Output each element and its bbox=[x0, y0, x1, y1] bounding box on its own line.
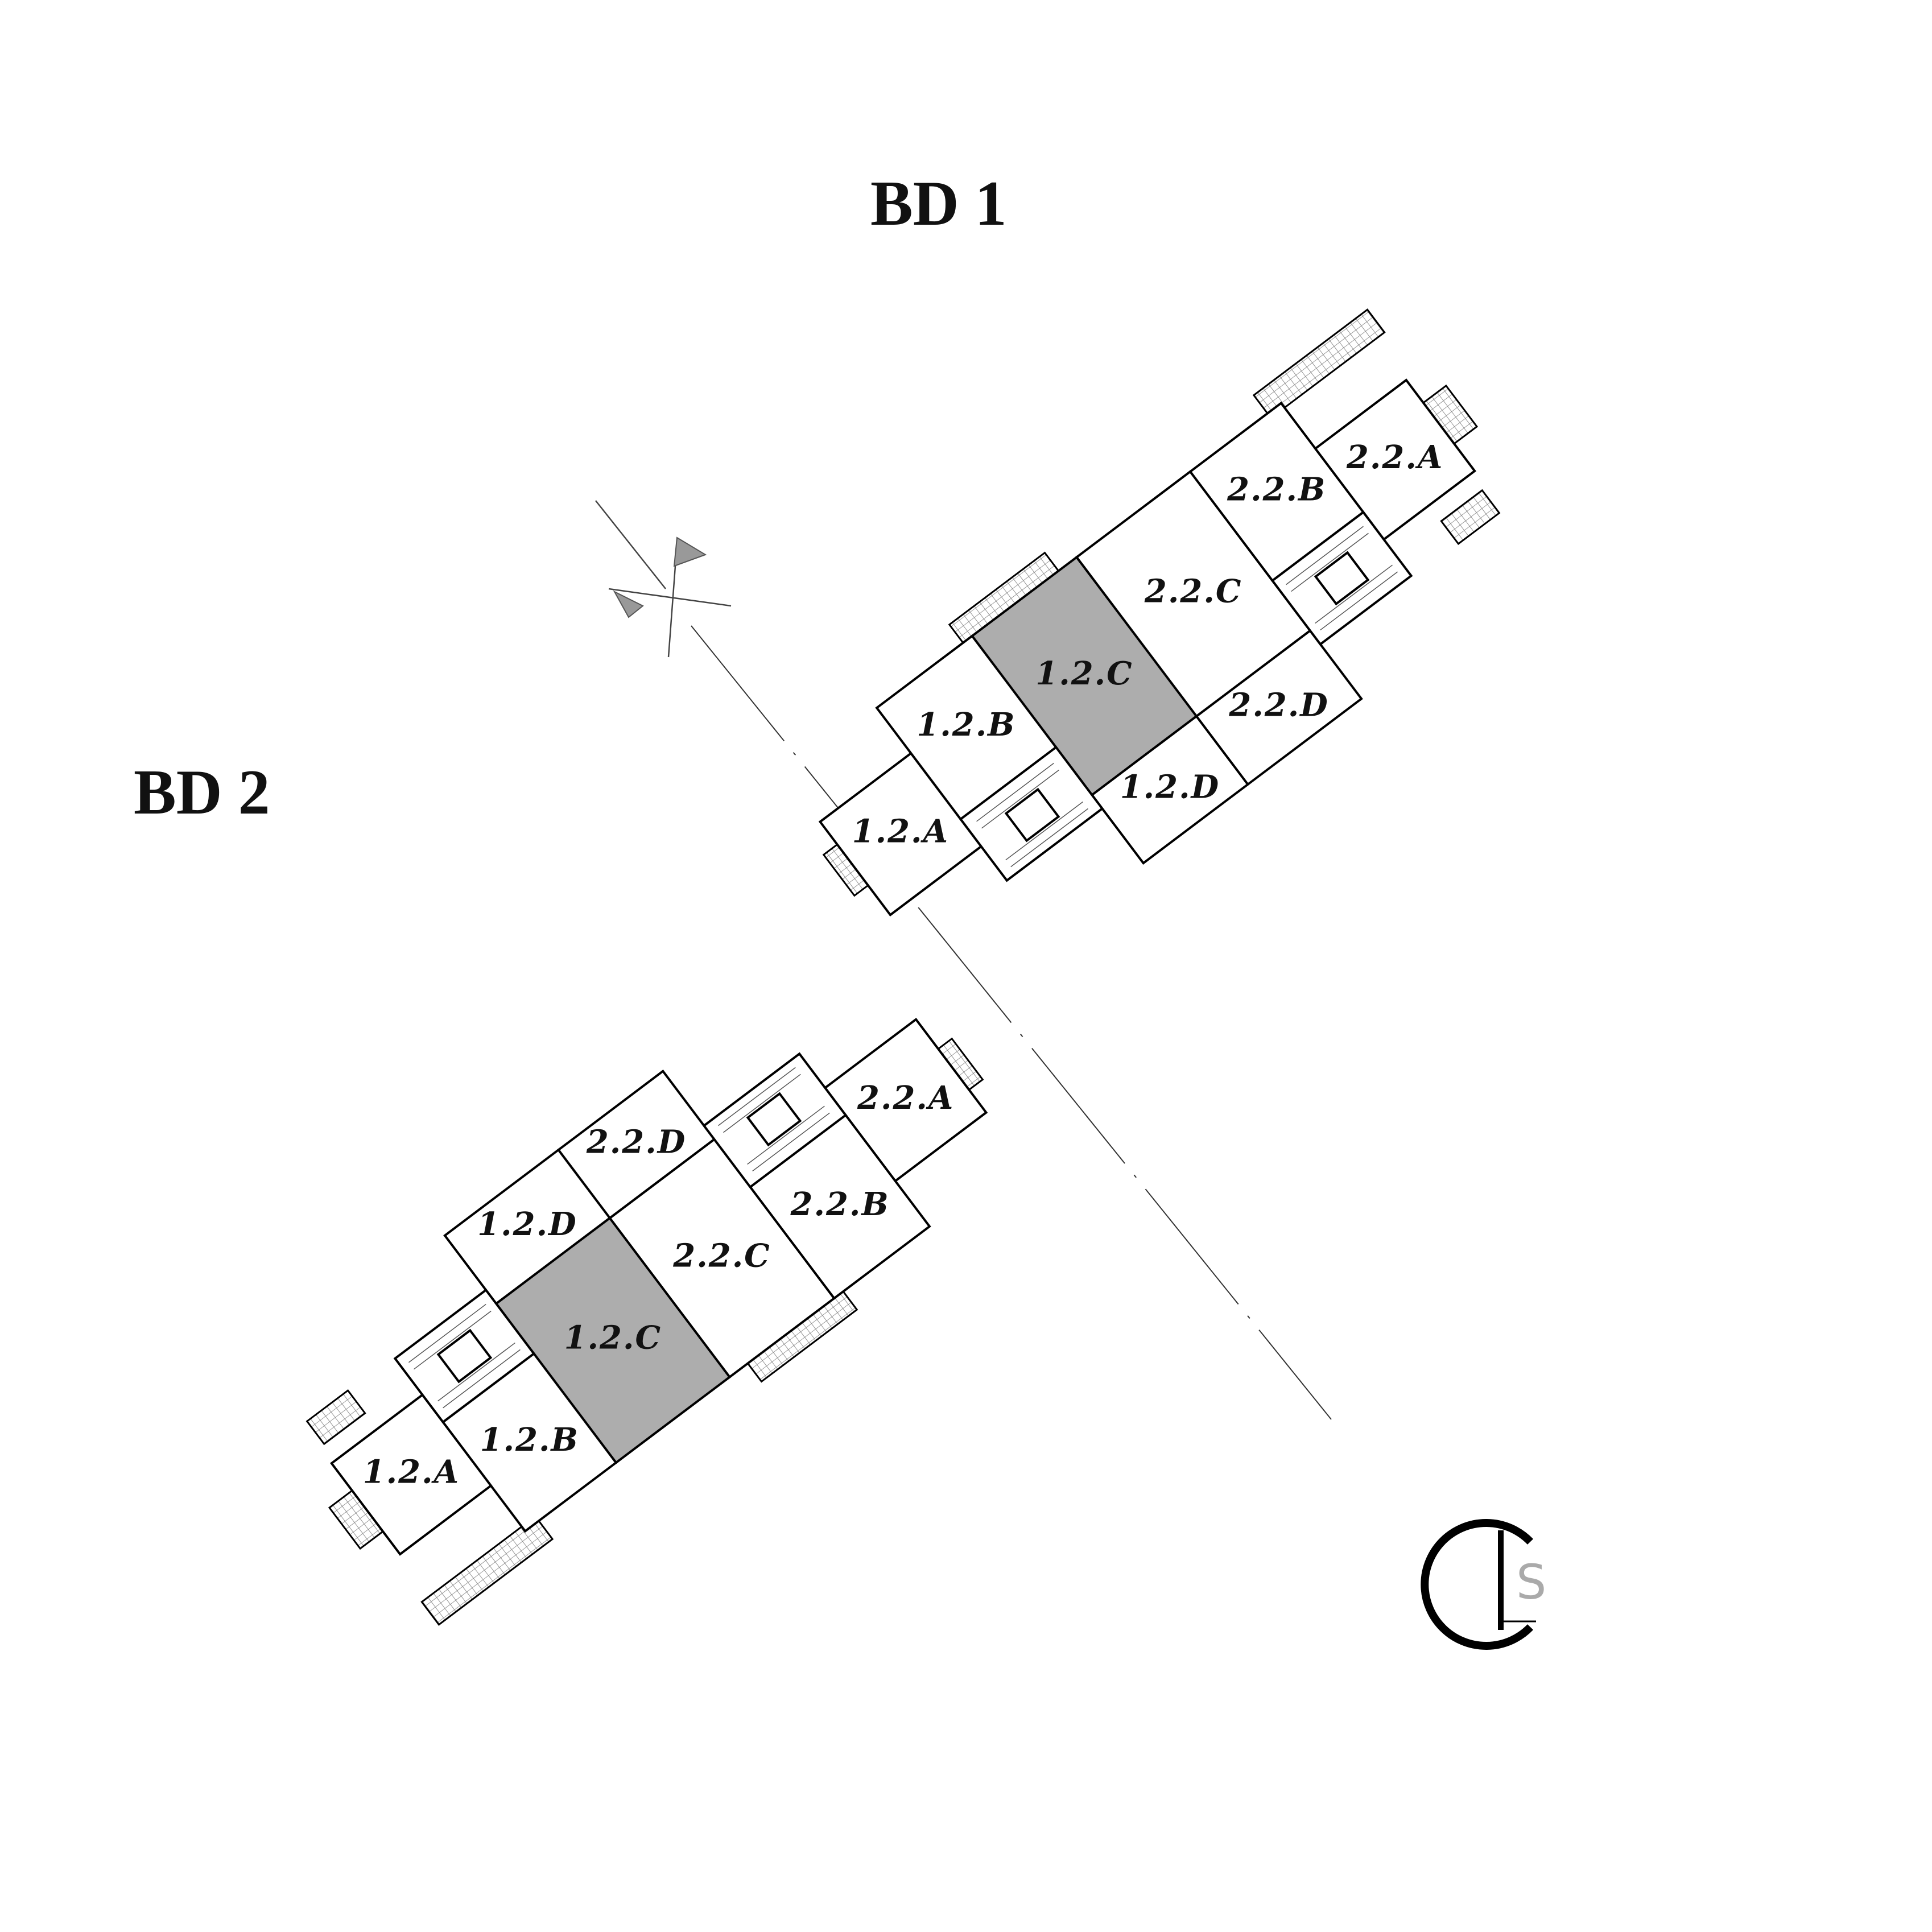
unit-label-2-2-a: 2.2.A bbox=[857, 1079, 954, 1117]
balcony bbox=[1252, 308, 1386, 419]
unit-label-2-2-d: 2.2.D bbox=[1228, 686, 1328, 724]
unit-label-1-2-a: 1.2.A bbox=[852, 812, 949, 850]
unit-label-1-2-c: 1.2.C bbox=[1035, 655, 1133, 692]
building-title-bd1: BD 1 bbox=[870, 168, 1007, 239]
balcony bbox=[306, 1389, 366, 1446]
logo-letter: S bbox=[1516, 1554, 1546, 1610]
stair-icon bbox=[1270, 510, 1413, 646]
building-title-bd2: BD 2 bbox=[134, 757, 270, 828]
unit-label-1-2-d: 1.2.D bbox=[477, 1206, 577, 1243]
stair-icon bbox=[393, 1288, 536, 1424]
unit-label-2-2-c: 2.2.C bbox=[1144, 573, 1242, 610]
stair-icon bbox=[959, 745, 1104, 882]
unit-2-2-a[interactable] bbox=[1314, 378, 1476, 541]
building-bd1: BD 1 1.2.A 1.2.B 1.2.C 1.2.D 2.2.A 2.2.B bbox=[818, 168, 1501, 917]
north-arrow-icon bbox=[595, 500, 732, 658]
unit-1-2-a[interactable] bbox=[330, 1393, 493, 1556]
unit-label-1-2-b: 1.2.B bbox=[480, 1421, 579, 1459]
unit-label-1-2-a: 1.2.A bbox=[363, 1454, 460, 1491]
balcony bbox=[420, 1515, 554, 1626]
unit-label-2-2-d: 2.2.D bbox=[586, 1124, 686, 1161]
building-bd2: BD 2 2.2.A 2.2.B 2.2.C 2.2.D 1.2.A 1.2.B bbox=[134, 757, 988, 1626]
unit-label-2-2-a: 2.2.A bbox=[1346, 439, 1443, 476]
unit-label-2-2-b: 2.2.B bbox=[1227, 470, 1326, 508]
site-axis bbox=[691, 625, 1332, 1420]
unit-label-1-2-c: 1.2.C bbox=[564, 1319, 662, 1357]
unit-label-1-2-b: 1.2.B bbox=[917, 706, 1015, 744]
balcony bbox=[1440, 489, 1501, 546]
unit-label-2-2-b: 2.2.B bbox=[790, 1186, 889, 1223]
unit-label-2-2-c: 2.2.C bbox=[672, 1237, 771, 1274]
logo-icon: S bbox=[1421, 1519, 1546, 1650]
stair-icon bbox=[702, 1052, 848, 1189]
unit-label-1-2-d: 1.2.D bbox=[1120, 769, 1220, 806]
